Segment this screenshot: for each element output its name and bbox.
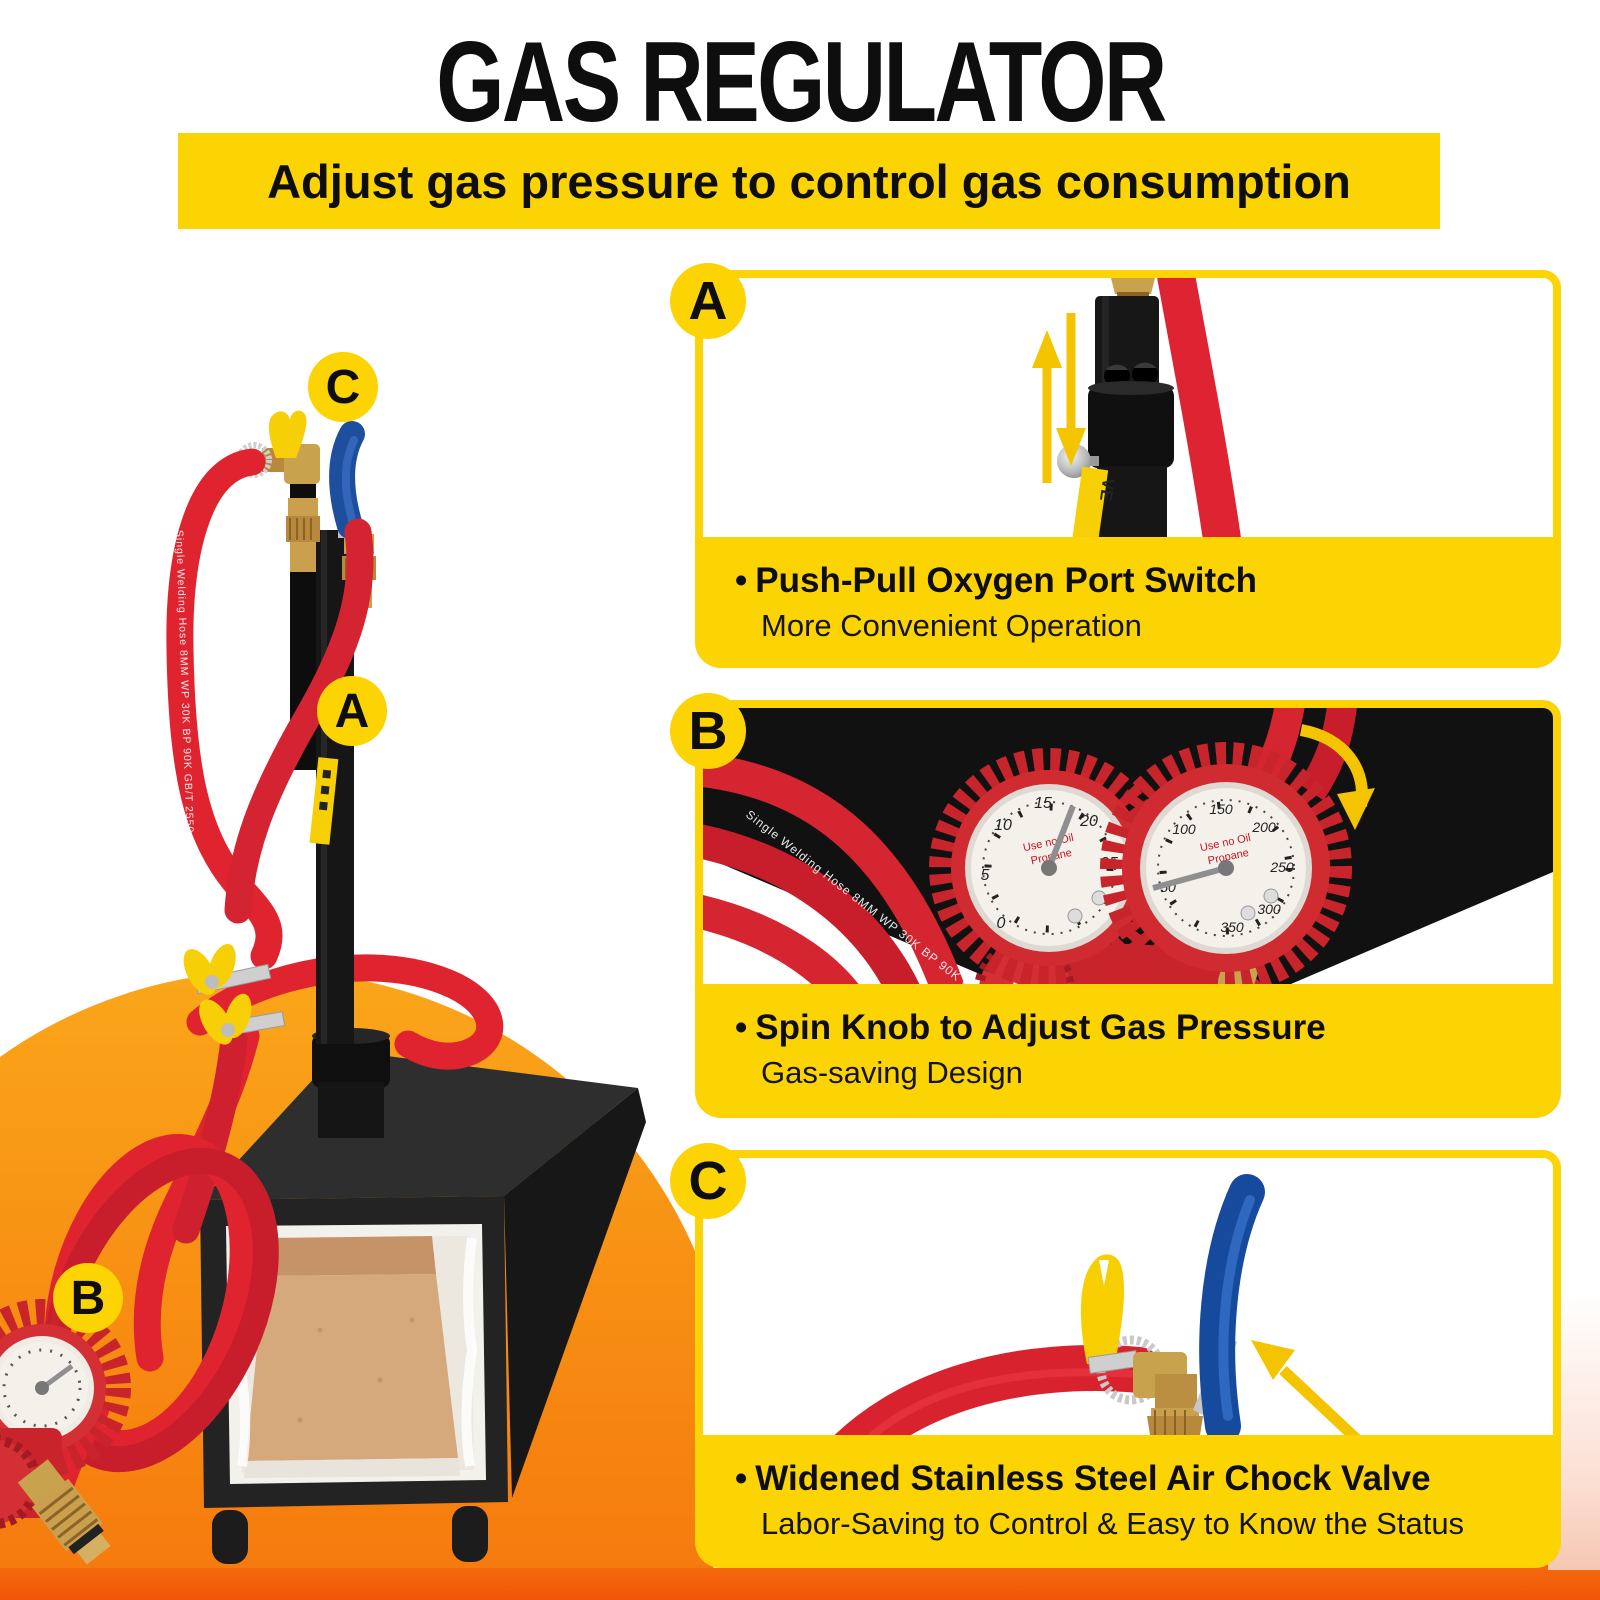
gauge-tick-label: 150	[1209, 801, 1233, 817]
panel-b-badge: B	[670, 693, 746, 769]
spin-arrow-icon	[1299, 724, 1375, 830]
gauge-tick-label: 0	[997, 915, 1006, 932]
torch-label	[309, 757, 339, 845]
panel-b-caption: •Spin Knob to Adjust Gas Pressure Gas-sa…	[695, 992, 1561, 1118]
yellow-clip	[268, 410, 307, 458]
feature-panel-c: C	[670, 1143, 1561, 1568]
callout-letter: C	[325, 360, 361, 414]
forge-foot	[212, 1510, 248, 1564]
subtitle-text: Adjust gas pressure to control gas consu…	[267, 154, 1351, 208]
red-hose-top-loop	[186, 954, 504, 1070]
pointer-arrow-icon	[1251, 1340, 1361, 1435]
forge-box	[200, 1050, 646, 1564]
panel-letter: B	[688, 701, 728, 761]
callout-badge-b: B	[53, 1263, 123, 1333]
product-photo: Single Welding Hose 8MM WP 30K BP 90K GB…	[0, 410, 646, 1565]
feature-panel-b: B Single Welding Hose 8MM WP 30K BP 90K …	[670, 693, 1561, 1118]
gauge-tick-label: 200	[1251, 819, 1276, 835]
gauge-tick-label: 350	[1220, 919, 1244, 935]
firebrick-back	[264, 1236, 436, 1276]
torch-collar	[1088, 386, 1174, 468]
panel-a-photo: VE	[695, 270, 1561, 545]
panel-letter: A	[688, 271, 728, 331]
panel-c-badge: C	[670, 1143, 746, 1219]
gauge-tick-label: 5	[981, 867, 990, 884]
forge-foot	[452, 1506, 488, 1562]
yellow-clip	[1080, 1254, 1125, 1364]
oxygen-switch-illustration: VE	[1032, 278, 1241, 537]
regulator-gauge	[0, 1299, 131, 1565]
brass-tip	[1111, 278, 1155, 294]
brass-valve	[1133, 1352, 1203, 1435]
valve-illustration	[834, 1174, 1361, 1435]
up-down-arrows	[1032, 313, 1086, 483]
gauge-right: 50 100 150 200 250 300 350 Use no Oil Pr…	[1100, 742, 1352, 984]
firebrick-front	[246, 1274, 458, 1461]
feature-panel-a: A VE	[670, 263, 1561, 668]
callout-badge-a: A	[317, 676, 387, 746]
wing-clamps	[183, 944, 286, 1045]
callout-badge-c: C	[308, 352, 378, 422]
panel-b-title: •Spin Knob to Adjust Gas Pressure	[735, 1008, 1326, 1047]
callout-letter: B	[70, 1271, 106, 1325]
torch-lower-tube	[1097, 466, 1167, 537]
gauge-tick-label: 10	[994, 817, 1012, 834]
bullet-icon: •	[735, 561, 748, 600]
callout-letter: A	[334, 684, 370, 738]
panel-c-title: •Widened Stainless Steel Air Chock Valve	[735, 1459, 1431, 1498]
panel-b-photo: Single Welding Hose 8MM WP 30K BP 90K GB…	[695, 700, 1561, 992]
blue-lever	[1199, 1174, 1265, 1435]
orange-bottom-strip	[0, 1568, 1600, 1600]
gauges-illustration: Single Welding Hose 8MM WP 30K BP 90K GB…	[703, 708, 1553, 984]
bullet-icon: •	[735, 1459, 748, 1498]
panel-c-subtitle: Labor-Saving to Control & Easy to Know t…	[761, 1506, 1465, 1541]
bullet-icon: •	[735, 1008, 748, 1047]
subtitle-banner: Adjust gas pressure to control gas consu…	[178, 133, 1440, 229]
gauge-tick-label: 20	[1079, 813, 1098, 830]
o-ring	[68, 1523, 104, 1555]
torch-label: VE	[1071, 466, 1118, 537]
panel-a-caption: •Push-Pull Oxygen Port Switch More Conve…	[695, 545, 1561, 668]
panel-a-badge: A	[670, 263, 746, 339]
gauge-tick-label: 300	[1257, 901, 1281, 917]
panel-a-subtitle: More Convenient Operation	[761, 608, 1142, 643]
page-title: GAS REGULATOR	[435, 18, 1167, 146]
red-hose	[1157, 278, 1241, 537]
gauge-tick-label: 100	[1172, 821, 1196, 837]
panel-c-caption: •Widened Stainless Steel Air Chock Valve…	[695, 1443, 1561, 1568]
panel-c-photo	[695, 1150, 1561, 1443]
torch-label-text: VE	[1096, 477, 1118, 502]
brass-fitting	[17, 1459, 111, 1565]
panel-b-subtitle: Gas-saving Design	[761, 1055, 1023, 1090]
gauge-tick-label: 15	[1034, 795, 1052, 812]
panel-letter: C	[688, 1151, 728, 1211]
panel-a-title: •Push-Pull Oxygen Port Switch	[735, 561, 1258, 600]
gauge-needle	[1152, 865, 1227, 891]
gauge-needle	[1046, 804, 1076, 870]
red-hose	[834, 1345, 1162, 1435]
gauge-tick-label: 250	[1269, 859, 1294, 875]
